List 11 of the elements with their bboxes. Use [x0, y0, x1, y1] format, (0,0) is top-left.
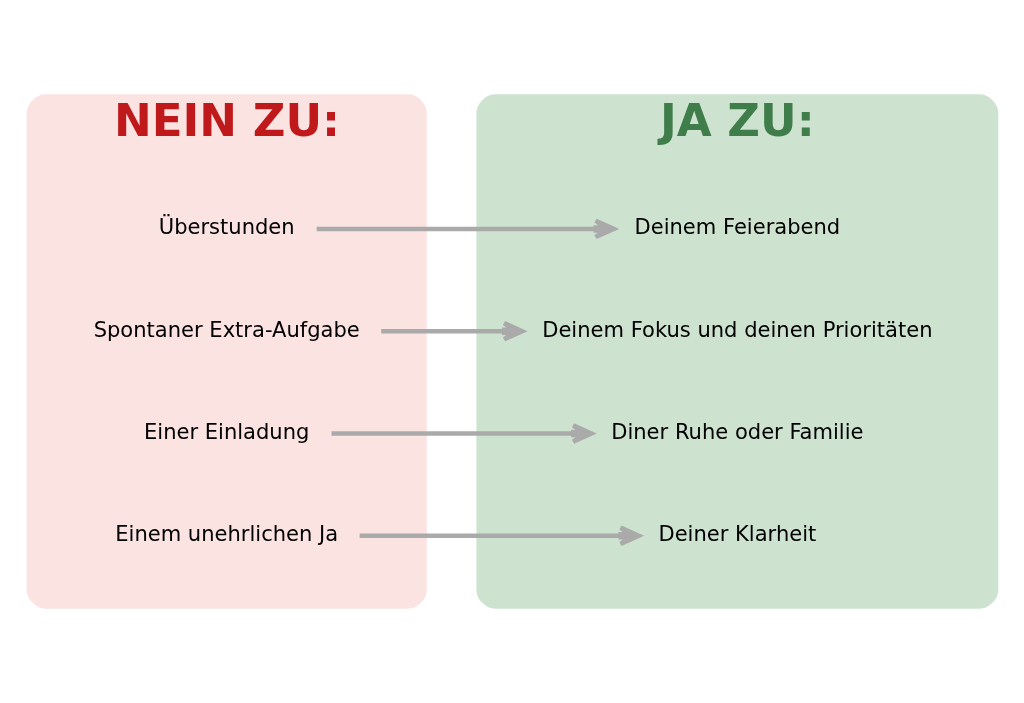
arrow — [331, 423, 594, 444]
node-text: Spontaner Extra-Aufgabe — [93, 316, 360, 342]
arrow — [359, 525, 641, 547]
node-text: Einem unehrlichen Ja — [114, 521, 338, 547]
node-text: Deiner Klarheit — [657, 521, 816, 547]
node-text: Einer Einladung — [143, 419, 309, 445]
arrow — [316, 218, 616, 240]
node-text: Deinem Feierabend — [633, 214, 840, 240]
node-text: Diner Ruhe oder Familie — [610, 419, 863, 445]
node-text: Überstunden — [158, 214, 295, 240]
node-text: Deinem Fokus und deinen Prioritäten — [541, 316, 933, 342]
